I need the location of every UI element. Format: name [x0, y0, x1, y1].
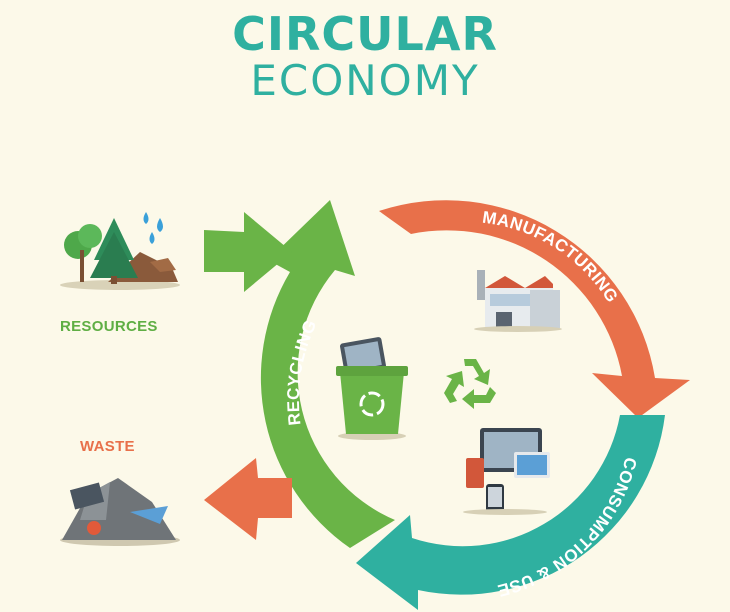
title-line-1: CIRCULAR — [232, 7, 498, 61]
waste-pile-illustration — [60, 478, 180, 546]
resources-arrow — [204, 212, 292, 292]
water-drop-icon — [149, 232, 155, 244]
recycle-icon — [359, 391, 385, 417]
resources-label: RESOURCES — [60, 318, 158, 335]
title-line-2: ECONOMY — [250, 56, 480, 105]
waste-arrow — [204, 458, 292, 540]
water-drop-icon — [143, 212, 149, 224]
resources-illustration — [60, 212, 180, 290]
recycle-symbol-icon — [444, 359, 496, 409]
waste-label: WASTE — [80, 438, 135, 455]
recycling-arrow — [260, 200, 395, 548]
manufacturing-arrow — [379, 200, 690, 418]
water-drop-icon — [157, 218, 163, 232]
devices-illustration — [463, 428, 550, 515]
recycling-bin-illustration — [336, 337, 408, 440]
consumption-arrow — [356, 415, 665, 610]
factory-illustration — [474, 270, 562, 332]
